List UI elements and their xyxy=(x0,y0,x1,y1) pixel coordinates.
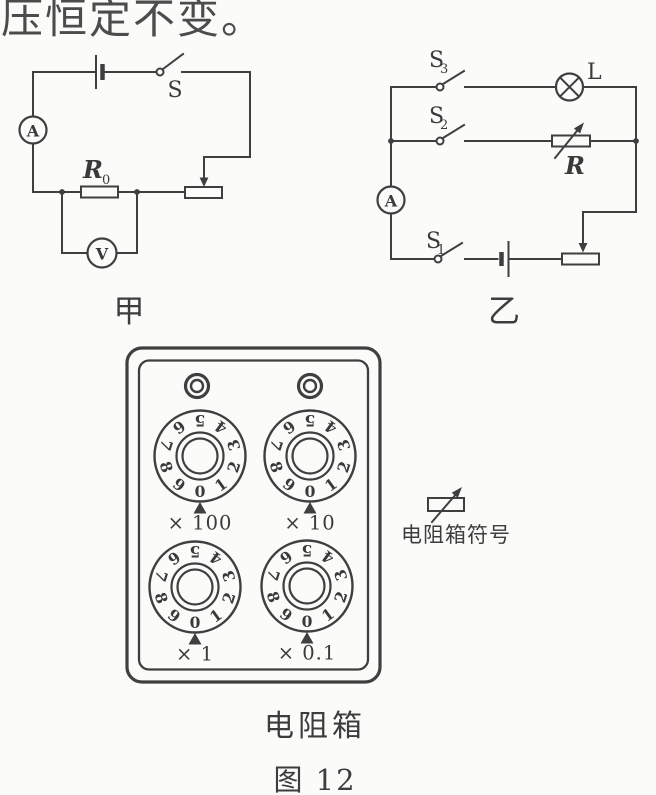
knob-inner xyxy=(181,437,219,475)
resistor-r0-label: R xyxy=(82,155,103,184)
variable-resistor-arrow xyxy=(553,127,580,160)
switch-lever xyxy=(439,241,464,258)
knob-inner xyxy=(288,567,326,605)
dial-ring xyxy=(263,409,357,503)
dial-multiplier-label: × 100 xyxy=(168,512,233,535)
switch-lever xyxy=(441,69,466,86)
wire xyxy=(181,71,251,180)
dial-multiplier-label: × 1 xyxy=(176,643,214,666)
ammeter-letter: A xyxy=(384,192,398,211)
variable-resistor-arrowhead xyxy=(573,122,584,134)
knob-inner xyxy=(176,568,214,606)
wire xyxy=(390,212,434,260)
box-outer-border xyxy=(125,346,382,684)
dial-digit: 0 xyxy=(305,482,316,501)
circuit-yi-diagram: A S 3 S 2 S 1 L R xyxy=(376,48,639,277)
dial-ring xyxy=(153,409,247,503)
dial-pointer xyxy=(303,502,317,514)
dial-multiplier-label: × 10 xyxy=(284,512,335,535)
junction-dot xyxy=(388,138,394,144)
terminal-right xyxy=(296,372,324,400)
voltmeter xyxy=(86,237,118,269)
box-inner-border xyxy=(137,359,370,671)
switch-pivot xyxy=(435,136,445,146)
caption-jia: 甲 xyxy=(113,294,145,330)
lamp-label: L xyxy=(587,60,602,85)
knob-outer xyxy=(170,562,220,612)
symbol-arrow xyxy=(430,491,459,524)
caption-yi: 乙 xyxy=(487,292,520,330)
dial-digit: 5 xyxy=(190,542,201,561)
dial-ring xyxy=(148,540,242,634)
resistance-box-symbol xyxy=(427,487,465,524)
switch-pivot xyxy=(435,82,445,92)
dial-pointer xyxy=(300,632,314,644)
wire xyxy=(61,191,89,254)
dial-digit: 0 xyxy=(195,482,206,501)
dial-multiplier-label: × 0.1 xyxy=(278,642,337,665)
terminal-inner-ring xyxy=(189,378,205,394)
junction-dot xyxy=(633,138,639,144)
dial-digit: 5 xyxy=(195,411,206,430)
ammeter-letter: A xyxy=(26,122,40,141)
terminal-outer-ring xyxy=(296,372,324,400)
dial-digit: 5 xyxy=(305,411,316,430)
resistor-r0-body xyxy=(80,185,119,199)
switch-lever xyxy=(441,123,466,140)
switch-s3-subscript: 3 xyxy=(440,62,448,77)
dial-pointer xyxy=(193,502,207,514)
switch-pivot xyxy=(155,67,165,77)
lamp-cross xyxy=(559,76,580,98)
knob-outer xyxy=(175,431,225,481)
switch-s1-label: S xyxy=(426,229,441,254)
switch-pivot xyxy=(433,254,443,264)
rheostat-body xyxy=(184,186,223,199)
dial-ring xyxy=(260,539,354,633)
wire xyxy=(582,86,637,245)
resistor-r0-subscript: 0 xyxy=(102,173,110,188)
slider-arrowhead xyxy=(199,177,209,187)
wire xyxy=(115,191,138,254)
header-sentence: 压恒定不变。 xyxy=(1,0,266,43)
terminal-outer-ring xyxy=(183,372,211,400)
switch-s2-label: S xyxy=(429,104,444,129)
knob-outer xyxy=(282,561,332,611)
knob-inner xyxy=(291,437,329,475)
caption-symbol: 电阻箱符号 xyxy=(401,523,511,547)
symbol-arrowhead xyxy=(451,487,462,498)
terminal-inner-ring xyxy=(302,378,318,394)
dial-digit: 5 xyxy=(302,541,313,560)
caption-resistance-box: 电阻箱 xyxy=(264,709,366,744)
switch-s3-label: S xyxy=(429,48,444,73)
switch-s1-subscript: 1 xyxy=(437,243,445,258)
switch-s-label: S xyxy=(167,78,182,103)
voltmeter-letter: V xyxy=(95,245,109,264)
terminal-left xyxy=(183,372,211,400)
dial-digit: 0 xyxy=(302,612,313,631)
circuit-jia-diagram: A V S R 0 xyxy=(18,52,251,269)
rheostat-body xyxy=(561,252,600,266)
slider-arrowhead xyxy=(578,243,588,253)
switch-s2-subscript: 2 xyxy=(440,118,448,133)
figure-caption: 图 12 xyxy=(273,763,357,795)
dial-pointer xyxy=(188,633,202,645)
knob-outer xyxy=(285,431,335,481)
switch-lever xyxy=(161,52,185,71)
variable-resistor-label: R xyxy=(564,151,585,180)
dial-digit: 0 xyxy=(190,613,201,632)
wire xyxy=(32,71,97,118)
